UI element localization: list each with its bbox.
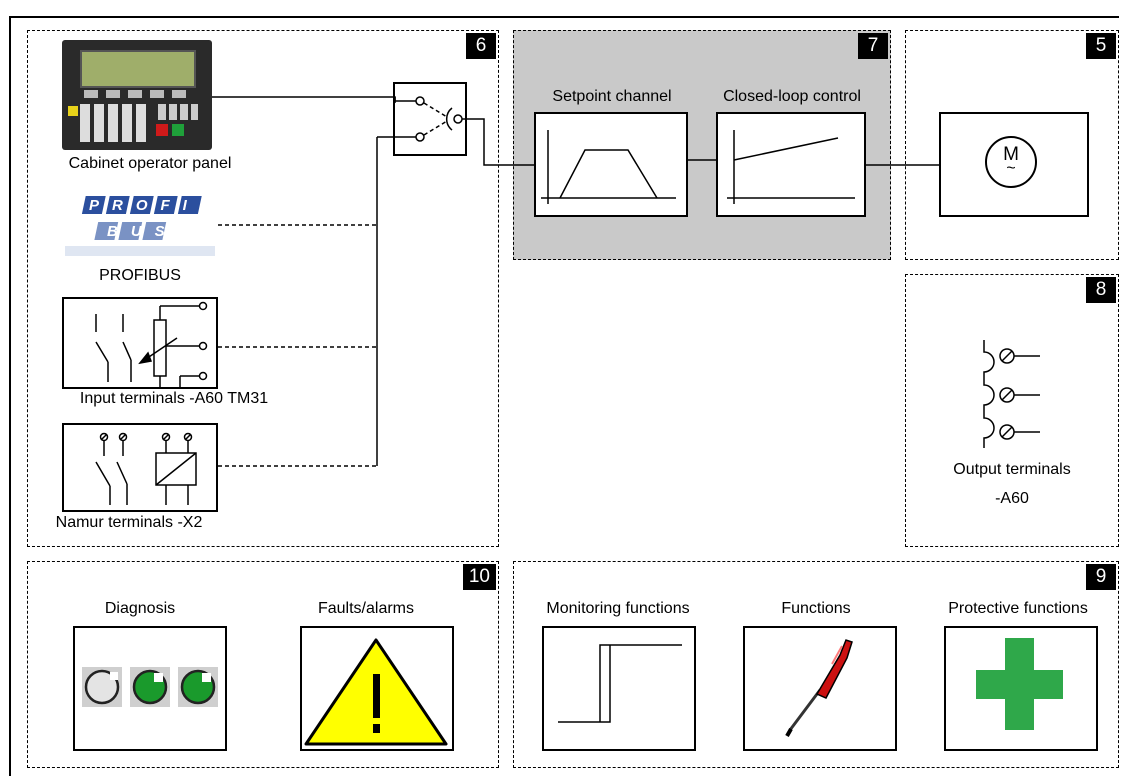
panel-5-motor: 5 bbox=[905, 30, 1119, 260]
setpoint-ramp-axes bbox=[541, 130, 676, 204]
motor-symbol: M ~ bbox=[985, 136, 1037, 188]
output-terminals-sublabel: -A60 bbox=[995, 490, 1029, 507]
motor-symbol-tilde: ~ bbox=[1006, 160, 1016, 177]
profibus-logo-bottom-text: BUS bbox=[107, 223, 178, 240]
operator-panel-yellow-key bbox=[68, 106, 78, 116]
closed-loop-axes bbox=[727, 130, 855, 204]
setpoint-channel-label: Setpoint channel bbox=[552, 88, 672, 105]
profibus-logo-top-text: PROFI bbox=[89, 197, 200, 214]
warning-triangle-icon bbox=[304, 638, 448, 746]
switch-contact-top bbox=[415, 96, 425, 106]
functions-label: Functions bbox=[781, 600, 851, 617]
closed-loop-control-block bbox=[716, 112, 866, 217]
profibus-logo: PROFI BUS bbox=[65, 190, 215, 260]
panel-8-output: 8 bbox=[905, 274, 1119, 547]
input-terminals-symbol bbox=[95, 305, 203, 389]
monitoring-functions-box bbox=[542, 626, 696, 751]
diagnosis-label: Diagnosis bbox=[104, 600, 176, 617]
faults-alarms-label: Faults/alarms bbox=[317, 600, 415, 617]
outer-frame bbox=[9, 16, 1119, 776]
input-terminal-screws bbox=[198, 301, 208, 381]
cabinet-operator-panel-label: Cabinet operator panel bbox=[68, 155, 232, 172]
screwdriver-icon bbox=[785, 639, 853, 737]
panel-6-command-sources: 6 bbox=[27, 30, 499, 547]
monitoring-hysteresis-graph bbox=[558, 644, 682, 723]
closed-loop-curve bbox=[733, 137, 839, 161]
operator-panel-green-key bbox=[172, 124, 184, 136]
panel-10-badge: 10 bbox=[462, 564, 496, 590]
monitoring-functions-label: Monitoring functions bbox=[546, 600, 690, 617]
input-terminals-box bbox=[62, 297, 218, 389]
cabinet-operator-panel-image bbox=[62, 40, 212, 150]
operator-panel-display bbox=[80, 50, 196, 88]
closed-loop-control-label: Closed-loop control bbox=[723, 88, 861, 105]
namur-terminals-symbol bbox=[95, 432, 197, 505]
setpoint-channel-block bbox=[534, 112, 688, 217]
panel-6-badge: 6 bbox=[466, 33, 496, 59]
output-terminals-symbol bbox=[983, 340, 1040, 448]
switch-arc bbox=[445, 107, 453, 131]
switch-to-setpoint-line bbox=[462, 118, 534, 166]
operator-panel-nav-keys bbox=[158, 104, 198, 120]
setpoint-ramp-curve bbox=[559, 149, 658, 199]
diagnosis-leds bbox=[82, 667, 218, 707]
switch-dashed-arms bbox=[423, 102, 448, 136]
panel-9-functions: 9 bbox=[513, 561, 1119, 768]
operator-panel-red-key bbox=[156, 124, 168, 136]
protective-functions-label: Protective functions bbox=[948, 600, 1088, 617]
switch-contact-bottom bbox=[415, 132, 425, 142]
input-terminals-label: Input terminals -A60 TM31 bbox=[79, 390, 269, 407]
output-terminals-label: Output terminals bbox=[953, 461, 1071, 478]
panel-10-diagnostics: 10 bbox=[27, 561, 499, 768]
panel-9-badge: 9 bbox=[1086, 564, 1116, 590]
operator-panel-keypad bbox=[80, 104, 150, 142]
panel-8-badge: 8 bbox=[1086, 277, 1116, 303]
profibus-label: PROFIBUS bbox=[99, 267, 181, 284]
panel-7-badge: 7 bbox=[858, 33, 888, 59]
green-cross-icon bbox=[976, 638, 1063, 730]
switch-top-lead bbox=[394, 97, 416, 102]
operator-panel-connection-line bbox=[212, 96, 396, 103]
switch-contact-output bbox=[453, 114, 463, 124]
panel-5-badge: 5 bbox=[1086, 33, 1116, 59]
profibus-logo-graphic bbox=[65, 196, 215, 256]
operator-panel-softkeys bbox=[84, 90, 190, 98]
motor-symbol-m: M bbox=[1003, 144, 1019, 165]
namur-terminals-label: Namur terminals -X2 bbox=[55, 514, 203, 531]
